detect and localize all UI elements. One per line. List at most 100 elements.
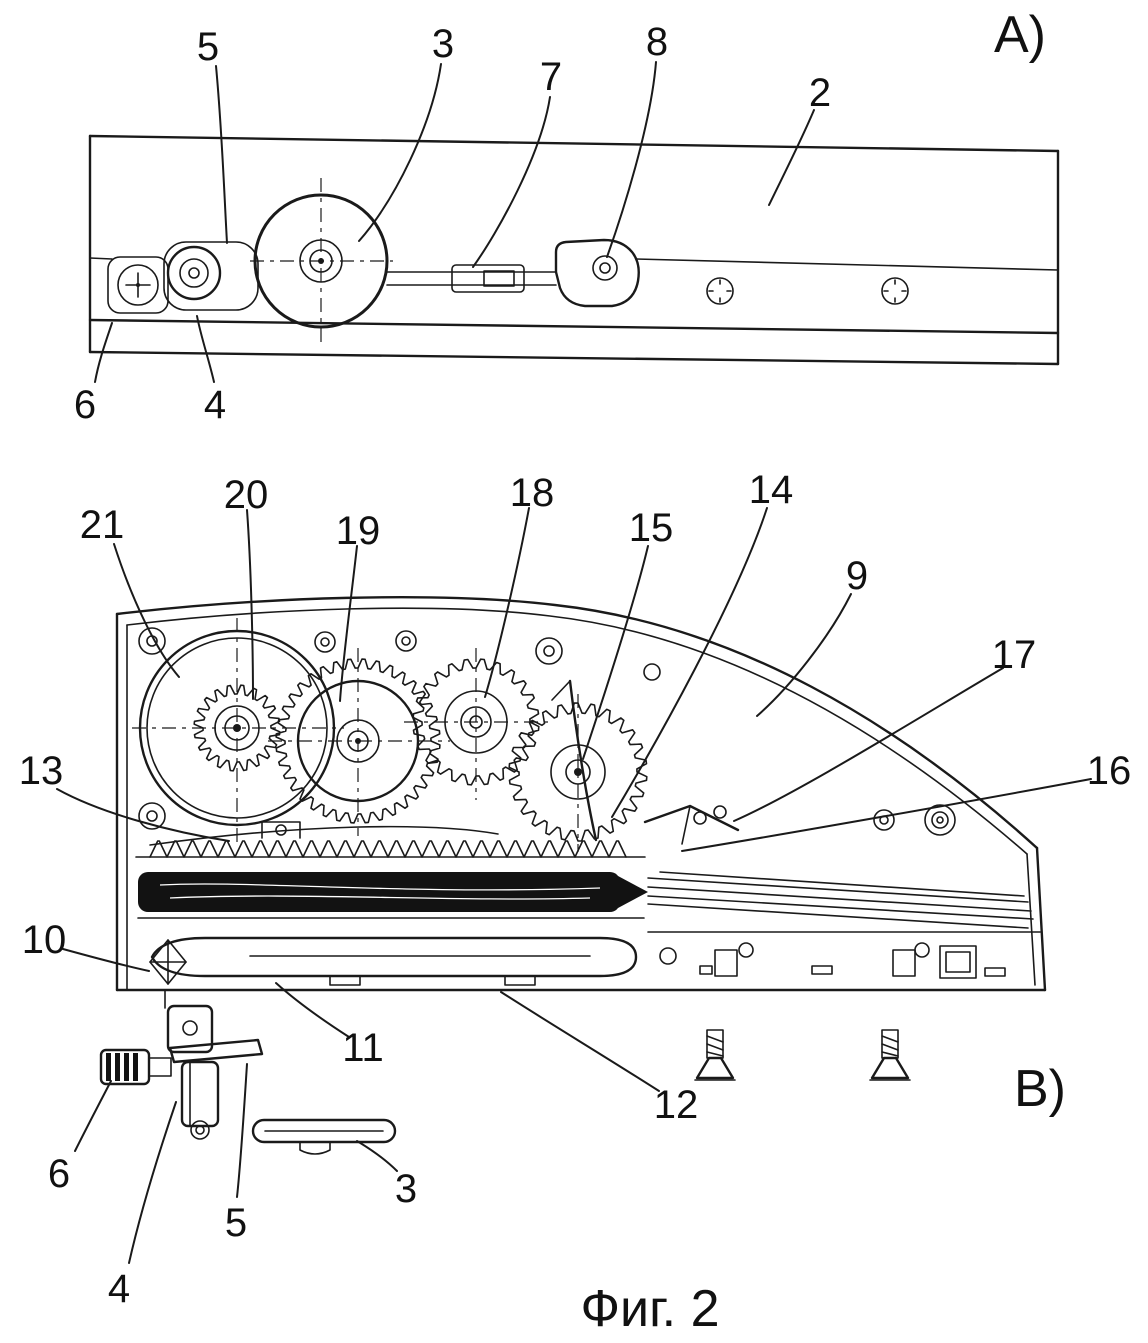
belt-clamp [451, 264, 525, 293]
idler-axle [188, 267, 200, 279]
leader-7 [472, 96, 551, 268]
roller-bracket-body [107, 256, 169, 314]
leader-21 [113, 543, 180, 678]
idler-pulley [163, 241, 259, 311]
release-arrow-cross [149, 939, 187, 985]
roller-wheel [117, 264, 159, 306]
bracket-assembly [99, 989, 264, 1140]
slide-tab [504, 975, 536, 986]
post-foot [190, 1120, 210, 1140]
loose-screws [694, 1029, 911, 1081]
housing-screws [138, 627, 956, 836]
callout-21-b: 21 [80, 503, 125, 547]
roller-bracket [107, 256, 169, 314]
pawl-pin [713, 805, 727, 819]
hook-pin-inner [599, 262, 611, 274]
drive-pulley [250, 178, 393, 348]
rail-clip [811, 965, 833, 975]
leader-6 [94, 322, 113, 383]
rack-teeth [149, 840, 627, 858]
callout-15-b: 15 [629, 506, 674, 550]
roller-band-body [138, 872, 620, 912]
rail-a [88, 134, 1060, 366]
leader-11 [275, 982, 350, 1038]
rail-hole-ticks [883, 279, 907, 303]
leader-2 [768, 109, 815, 206]
view-b-drawing: 21 20 19 18 15 14 9 17 16 13 10 11 12 6 … [19, 468, 1132, 1311]
bracket-plate [166, 1004, 214, 1054]
leader-15 [582, 545, 649, 760]
callout-3-b: 3 [395, 1167, 417, 1211]
callout-12-b: 12 [654, 1083, 699, 1127]
pawl-arm [643, 804, 740, 832]
housing-right-edge [1035, 846, 1047, 992]
callout-3-a: 3 [432, 22, 454, 66]
lever-and-pawl [551, 679, 740, 845]
idler-rim [166, 245, 222, 301]
screw-threads [706, 1035, 724, 1057]
housing-top-inner [126, 607, 1028, 855]
screw-hole [643, 663, 661, 681]
screw-hole-inner [146, 810, 158, 822]
callout-13-b: 13 [19, 749, 64, 793]
leader-5b [236, 1063, 248, 1198]
cable-line [659, 871, 1025, 897]
rail-block [939, 945, 977, 979]
callout-19-b: 19 [336, 509, 381, 553]
hook-piece [554, 238, 640, 308]
cables [647, 871, 1034, 929]
callout-20-b: 20 [224, 473, 269, 517]
rail-bottom-inner-edge [88, 318, 1060, 335]
rail-hole-ticks [708, 279, 732, 303]
housing-top-outer [115, 596, 1039, 850]
rail-mid-stub [89, 257, 113, 260]
leader-8 [606, 61, 657, 258]
cable-line [647, 886, 1032, 912]
post-foot-inner [195, 1125, 205, 1135]
callout-2-a: 2 [809, 71, 831, 115]
leader-17 [733, 667, 1004, 822]
view-a-label: A) [994, 6, 1046, 64]
callout-14-b: 14 [749, 468, 794, 512]
leader-4b [128, 1101, 177, 1264]
screw-hole [924, 804, 956, 836]
gear-20-axle [224, 715, 250, 741]
rail-block-inner [945, 951, 971, 973]
callout-10-b: 10 [22, 918, 67, 962]
callout-6-a: 6 [74, 383, 96, 427]
figure-caption: Фиг. 2 [580, 1280, 719, 1338]
gear-15 [508, 702, 648, 842]
idler-hub [179, 258, 209, 288]
lever-rod [568, 679, 598, 842]
roller-band-tip [618, 876, 648, 908]
callout-4-a: 4 [204, 383, 226, 427]
rail-mid-edge [635, 258, 1059, 271]
leader-6b [74, 1080, 112, 1152]
leader-3b [356, 1140, 398, 1172]
latch-pin [275, 824, 287, 836]
leader-19 [339, 545, 358, 702]
leader-12 [500, 991, 660, 1092]
bracket-hole [182, 1020, 198, 1036]
screw-hole [138, 802, 166, 830]
rail-hole [706, 277, 734, 305]
leader-20 [246, 509, 254, 700]
screw-hole-dot [936, 816, 944, 824]
pawl-leg [681, 805, 691, 845]
lower-slide [137, 917, 645, 986]
screw-hole [535, 637, 563, 665]
mount-post-4 [180, 1060, 220, 1128]
screw-hole [138, 627, 166, 655]
callout-5-b: 5 [225, 1201, 247, 1245]
rail-fastener [659, 947, 677, 965]
leader-13 [56, 788, 230, 842]
rail-holes [706, 277, 909, 305]
callout-16-b: 16 [1087, 749, 1132, 793]
leader-lines-a [94, 61, 815, 383]
cable-line [647, 877, 1029, 903]
roller-center-dot [136, 283, 140, 287]
gear-20-dot [233, 724, 241, 732]
rail-fastener [914, 942, 930, 958]
leader-10 [62, 948, 150, 972]
